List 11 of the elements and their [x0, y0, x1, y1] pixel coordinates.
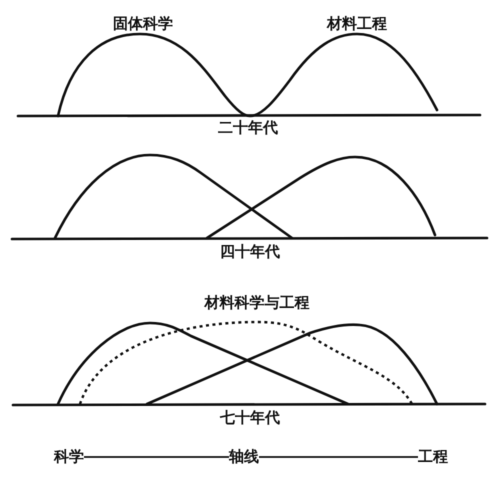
decade-label: 四十年代	[220, 243, 280, 261]
decade-label: 七十年代	[220, 409, 280, 427]
axis-label: 科学	[54, 448, 84, 466]
decade-label: 二十年代	[218, 119, 278, 137]
axis-line	[84, 456, 229, 458]
axis-line	[259, 456, 418, 458]
curve-label: 固体科学	[113, 15, 173, 33]
curve-label: 材料工程	[327, 15, 387, 33]
curve-label: 材料科学与工程	[204, 294, 310, 312]
axis-label: 轴线	[229, 448, 259, 466]
axis-label: 工程	[418, 448, 448, 466]
